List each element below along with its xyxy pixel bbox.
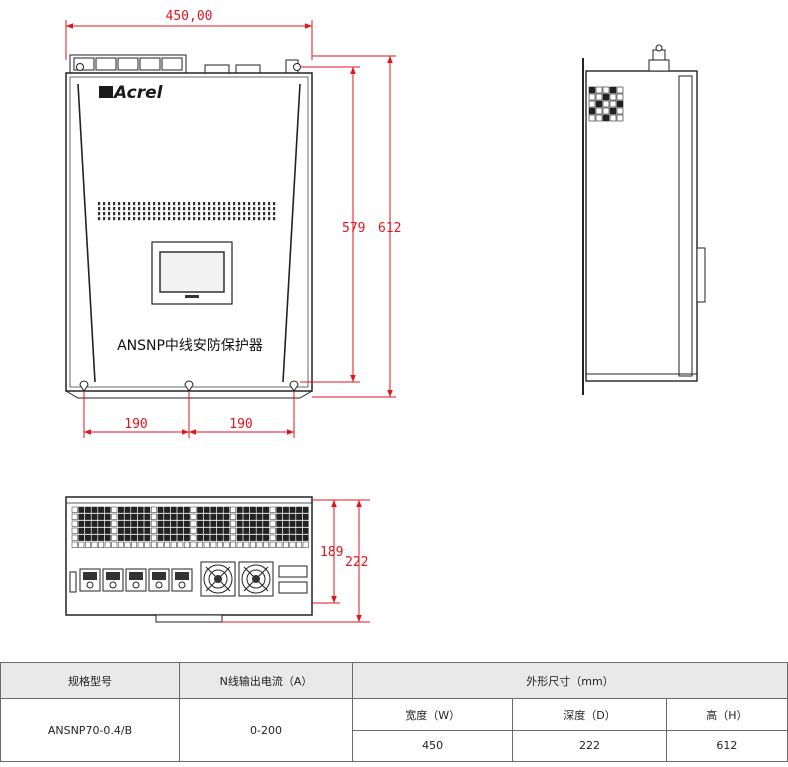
width-dimension: 450,00 [166,9,213,24]
fan-left [200,561,236,597]
model-header: 规格型号 [0,661,180,700]
top-terminals [69,54,299,74]
size-header: 外形尺寸（mm） [352,661,788,700]
enclosure-outline [65,72,313,392]
side-vent-grid [588,86,624,122]
side-view [582,44,706,395]
width-value: 450 [351,729,514,763]
height-value: 612 [665,729,788,763]
bottom-sockets [278,565,308,594]
model-value: ANSNP70-0.4/B [0,698,180,762]
bottom-terminal-grid [71,506,309,548]
fan-right [238,561,274,597]
depth-value: 222 [512,729,667,763]
svg-text:Acrel: Acrel [112,83,164,103]
current-header: N线输出电流（A） [179,661,353,700]
bottom-dimensions: 189 222 [222,499,370,623]
bottom-view [65,496,313,623]
hole-spacing-left: 190 [124,417,147,432]
acrel-logo: Acrel [99,83,164,103]
outer-height-dimension: 612 [378,221,401,236]
ventilation-slots [98,202,276,221]
display-screen [151,241,233,305]
side-terminal [648,44,670,72]
hole-spacing-right: 190 [229,417,252,432]
height-column-header: 高（H） [665,698,788,731]
front-dimensions: 450,00 579 612 190 190 [65,9,401,438]
width-column-header: 宽度（W） [351,698,514,731]
depth-column-header: 深度（D） [512,698,667,731]
product-label: ANSNP中线安防保护器 [117,338,263,354]
bottom-inner-dimension: 189 [320,545,343,560]
bottom-outer-dimension: 222 [345,555,368,570]
spec-table: 规格型号 N线输出电流（A） 外形尺寸（mm） ANSNP70-0.4/B 0-… [0,661,788,763]
bottom-mounting-holes [79,380,299,392]
bottom-connectors [69,568,193,593]
inner-height-dimension: 579 [342,221,365,236]
current-value: 0-200 [179,698,353,762]
front-view: Acrel ANSNP中线安防保护器 [65,54,313,399]
technical-drawing: Acrel ANSNP中线安防保护器 450,00 579 [65,9,706,623]
